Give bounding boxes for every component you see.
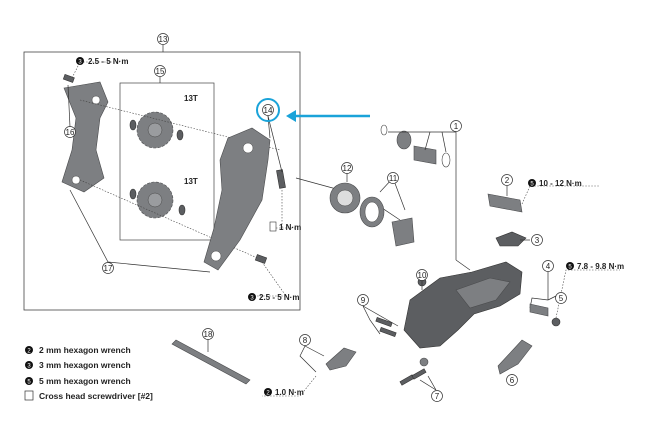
svg-text:4: 4 xyxy=(546,262,551,271)
callouts: 13 15 16 17 14 12 11 1 2 3 4 5 6 7 8 9 1… xyxy=(64,33,567,402)
lower-pulley-teeth: 13T xyxy=(184,177,198,186)
callout-18: 18 xyxy=(202,328,214,340)
callout-4: 4 xyxy=(542,260,554,272)
svg-text:7.8 - 9.8 N·m: 7.8 - 9.8 N·m xyxy=(577,262,624,271)
part-3-cap xyxy=(495,231,527,247)
torque-bolt-2: 5 10 - 12 N·m xyxy=(528,179,582,188)
torque-pulley-bottom: 3 2.5 - 5 N·m xyxy=(248,293,299,302)
upper-pulley-teeth: 13T xyxy=(184,94,198,103)
svg-text:1.0 N·m: 1.0 N·m xyxy=(275,388,304,397)
legend-item-2mm: 2 2 mm hexagon wrench xyxy=(25,345,131,355)
svg-text:2.5 - 5 N·m: 2.5 - 5 N·m xyxy=(88,57,128,66)
legend-item-5mm: 5 5 mm hexagon wrench xyxy=(25,376,131,386)
svg-text:7: 7 xyxy=(435,392,440,401)
callout-7: 7 xyxy=(431,390,443,402)
callout-15: 15 xyxy=(154,65,166,77)
callout-9: 9 xyxy=(357,294,369,306)
svg-text:13: 13 xyxy=(159,35,168,44)
svg-text:1: 1 xyxy=(454,122,459,131)
lower-pulley-part xyxy=(129,181,186,219)
callout-11: 11 xyxy=(387,172,399,184)
legend-item-3mm: 3 3 mm hexagon wrench xyxy=(25,360,131,370)
svg-text:17: 17 xyxy=(104,264,113,273)
svg-text:3: 3 xyxy=(250,296,254,302)
svg-text:2: 2 xyxy=(505,176,510,185)
svg-text:2: 2 xyxy=(27,349,31,355)
svg-text:Cross head screwdriver [#2]: Cross head screwdriver [#2] xyxy=(39,391,153,401)
screwdriver-icon xyxy=(24,390,34,401)
svg-text:3: 3 xyxy=(27,364,31,370)
part-8-link xyxy=(325,347,357,371)
callout-6: 6 xyxy=(506,374,518,386)
svg-text:5: 5 xyxy=(559,294,564,303)
svg-text:5 mm hexagon wrench: 5 mm hexagon wrench xyxy=(39,376,131,386)
callout-2: 2 xyxy=(501,174,513,186)
part-6-guard xyxy=(497,339,533,375)
pulley-set-frame xyxy=(119,82,215,241)
tool-legend: 2 2 mm hexagon wrench 3 3 mm hexagon wrenc… xyxy=(24,345,153,401)
svg-text:9: 9 xyxy=(361,296,366,305)
inner-plate-part xyxy=(61,81,109,193)
callout-16: 16 xyxy=(64,126,76,138)
hex-wrench-icon xyxy=(76,57,84,65)
callout-14: 14 xyxy=(262,104,274,116)
callout-1: 1 xyxy=(450,120,462,132)
svg-text:3: 3 xyxy=(535,236,540,245)
svg-text:2: 2 xyxy=(266,391,270,397)
hex-wrench-icon xyxy=(25,346,33,354)
callout-8: 8 xyxy=(299,334,311,346)
torque-screw-label: 1 N·m xyxy=(279,223,301,232)
upper-pulley-part xyxy=(129,111,184,149)
highlight-circle xyxy=(256,98,280,122)
callout-17: 17 xyxy=(102,262,114,274)
callout-3: 3 xyxy=(531,234,543,246)
legend-item-screwdriver: Cross head screwdriver [#2] xyxy=(24,390,153,401)
screwdriver-icon xyxy=(269,221,277,232)
part-2-bolt xyxy=(487,193,523,213)
pulley-assembly-frame xyxy=(23,51,301,311)
svg-text:12: 12 xyxy=(343,164,352,173)
svg-text:2.5 - 5 N·m: 2.5 - 5 N·m xyxy=(259,293,299,302)
svg-text:5: 5 xyxy=(530,182,534,188)
svg-text:14: 14 xyxy=(264,106,273,115)
svg-text:5: 5 xyxy=(568,265,572,271)
svg-text:10 - 12 N·m: 10 - 12 N·m xyxy=(539,179,582,188)
svg-text:3 mm hexagon wrench: 3 mm hexagon wrench xyxy=(39,360,131,370)
torque-bolt-8: 2 1.0 N·m xyxy=(264,388,304,397)
callout-10: 10 xyxy=(416,269,428,281)
outer-plate-part xyxy=(203,127,271,271)
callout-5: 5 xyxy=(555,292,567,304)
svg-text:3: 3 xyxy=(78,60,82,66)
hex-wrench-icon xyxy=(566,262,574,270)
part-18-tool xyxy=(171,339,251,385)
svg-text:10: 10 xyxy=(418,271,427,280)
svg-text:2 mm hexagon wrench: 2 mm hexagon wrench xyxy=(39,345,131,355)
svg-text:15: 15 xyxy=(156,67,165,76)
hex-wrench-icon xyxy=(248,293,256,301)
svg-text:18: 18 xyxy=(204,330,213,339)
callout-12: 12 xyxy=(341,162,353,174)
torque-bolt-5: 5 7.8 - 9.8 N·m xyxy=(566,262,624,271)
svg-text:6: 6 xyxy=(510,376,515,385)
callout-13: 13 xyxy=(157,33,169,45)
svg-text:11: 11 xyxy=(389,174,398,183)
hex-wrench-icon xyxy=(25,361,33,369)
svg-text:8: 8 xyxy=(303,336,308,345)
hex-wrench-icon xyxy=(25,377,33,385)
svg-text:5: 5 xyxy=(27,380,31,386)
hex-wrench-icon xyxy=(528,179,536,187)
hex-wrench-icon xyxy=(264,388,272,396)
part-11-bushing xyxy=(391,217,415,247)
torque-top: 3 2.5 - 5 N·m xyxy=(76,57,128,66)
svg-text:16: 16 xyxy=(66,128,75,137)
